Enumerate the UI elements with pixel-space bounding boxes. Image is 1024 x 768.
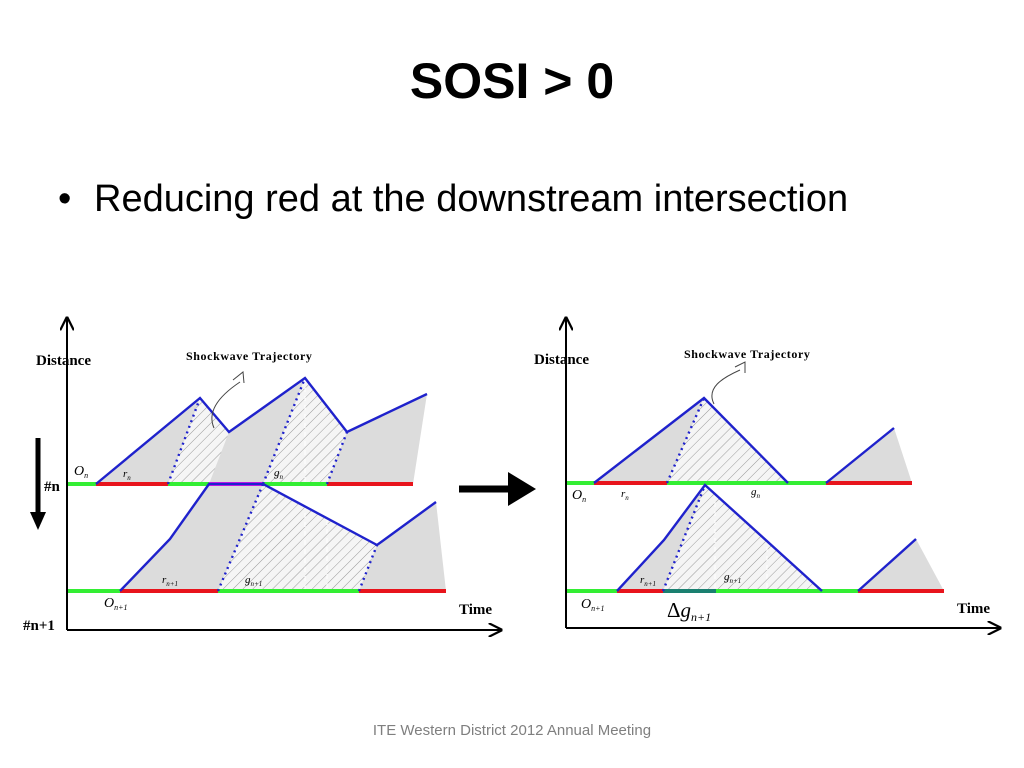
- bullet-text: Reducing red at the downstream intersect…: [94, 178, 849, 220]
- left-row-label-upper: #n: [44, 479, 61, 495]
- left-green-upper-label: gn: [274, 467, 284, 481]
- right-offset-lower-label: On+1: [581, 597, 605, 613]
- left-discharge-line: [216, 483, 265, 592]
- right-diagram: Distance Time Shockwave Trajectory On rn…: [534, 318, 1000, 628]
- right-x-axis-label: Time: [957, 601, 990, 617]
- bullet-dot: •: [58, 178, 72, 220]
- left-callout-arrowhead: [232, 371, 245, 384]
- left-offset-upper-label: On: [74, 464, 88, 480]
- left-red-upper-label: rn: [123, 468, 131, 482]
- transition-arrowhead: [508, 472, 536, 506]
- left-green-lower-label: gn+1: [245, 574, 262, 588]
- right-queue-fill-upper-2: [826, 428, 912, 483]
- right-delta-green-label: Δgn+1: [667, 598, 711, 624]
- right-shockwave-lower-2: [857, 538, 917, 592]
- right-offset-upper-label: On: [572, 488, 586, 504]
- left-hatch-upper-2: [263, 378, 347, 484]
- left-shockwave-lower: [119, 482, 437, 592]
- right-green-lower-label: gn+1: [724, 571, 741, 585]
- left-discharge-line: [357, 544, 379, 592]
- left-shockwave-caption: Shockwave Trajectory: [186, 349, 313, 363]
- right-shockwave-lower: [616, 483, 823, 592]
- left-callout-pointer: [211, 381, 241, 429]
- right-red-upper-label: rn: [621, 488, 629, 502]
- right-red-lower-label: rn+1: [640, 574, 656, 588]
- right-green-upper-label: gn: [751, 486, 761, 500]
- right-callout-pointer: [711, 369, 741, 405]
- left-y-axis-label: Distance: [36, 353, 91, 369]
- right-y-axis-label: Distance: [534, 352, 589, 368]
- left-x-axis-label: Time: [459, 602, 492, 618]
- left-hatch-lower: [218, 484, 377, 591]
- left-shockwave-upper: [95, 376, 428, 485]
- slide-footer: ITE Western District 2012 Annual Meeting: [372, 722, 652, 739]
- left-hatch-upper-1: [168, 398, 229, 484]
- left-offset-lower-label: On+1: [104, 596, 128, 612]
- left-queue-fill-upper: [96, 378, 427, 484]
- right-queue-fill-lower-2: [858, 539, 944, 591]
- right-hatch-upper: [667, 398, 788, 483]
- right-shockwave-upper: [593, 396, 789, 484]
- right-shockwave-caption: Shockwave Trajectory: [684, 347, 811, 361]
- slide-title: SOSI > 0: [409, 53, 615, 109]
- bullet-item: • Reducing red at the downstream intersec…: [58, 178, 848, 221]
- left-diagram: Distance Time Shockwave Trajectory #n #n…: [23, 318, 501, 634]
- right-shockwave-upper-2: [825, 427, 895, 484]
- left-discharge-line: [261, 377, 307, 485]
- left-red-lower-label: rn+1: [162, 574, 178, 588]
- left-row-label-lower: #n+1: [23, 618, 55, 634]
- right-callout-arrowhead: [734, 361, 746, 373]
- right-discharge-line: [661, 484, 707, 592]
- left-direction-arrowhead: [30, 512, 46, 530]
- right-hatch-lower: [663, 485, 822, 591]
